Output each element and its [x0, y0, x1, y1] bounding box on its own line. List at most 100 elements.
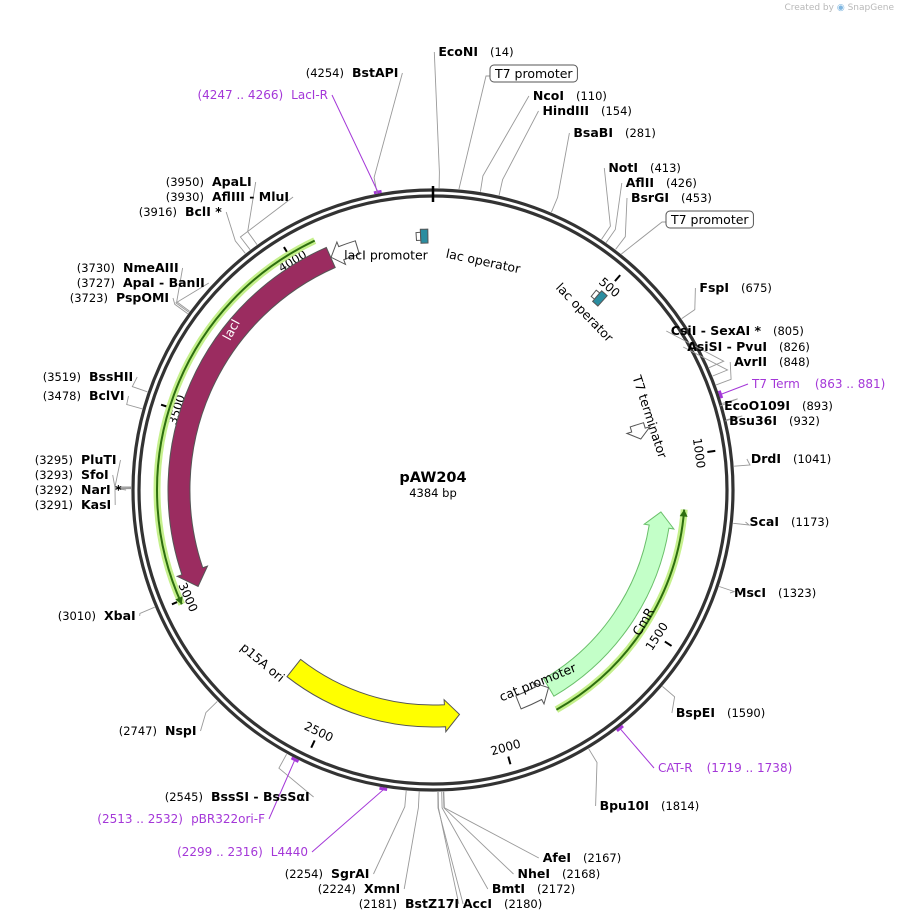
site-bsabi[interactable]: BsaBI(281) — [573, 125, 656, 140]
primer-range: (2513 .. 2532) — [97, 812, 183, 826]
site-position: (281) — [625, 126, 656, 140]
site-box — [665, 210, 754, 229]
site-hindiii[interactable]: HindIII(154) — [542, 103, 631, 118]
site-name: FspI — [699, 280, 729, 295]
site-bspei[interactable]: BspEI(1590) — [676, 705, 765, 720]
tick-mark — [614, 274, 621, 282]
site-bpu10i[interactable]: Bpu10I(1814) — [600, 798, 700, 813]
site-csii-sexai[interactable]: CsiI - SexAI *(805) — [671, 323, 804, 338]
site-position: (3950) — [166, 175, 204, 189]
site-position: (4254) — [306, 66, 344, 80]
feature-t7-terminator[interactable] — [625, 422, 652, 440]
feature-p15a-ori[interactable] — [286, 658, 461, 734]
site-pluti[interactable]: (3295)PluTI — [35, 452, 117, 467]
feature-label-t7-terminator: T7 terminator — [629, 373, 670, 461]
primer-pbr322ori-f[interactable]: pBR322ori-F(2513 .. 2532) — [97, 812, 265, 826]
site-apali[interactable]: (3950)ApaLI — [166, 174, 252, 189]
site-bsssi-bsss-i[interactable]: (2545)BssSI - BssSαI — [165, 789, 310, 804]
feature-cat-promoter[interactable] — [515, 681, 550, 710]
site-name: AflIII - MluI — [212, 189, 289, 204]
orf-indicators — [153, 237, 688, 713]
site-name: CsiI - SexAI * — [671, 323, 762, 338]
primer-l4440[interactable]: L4440(2299 .. 2316) — [177, 845, 308, 859]
site-noti[interactable]: NotI(413) — [608, 160, 681, 175]
site-name: EcoO109I — [724, 398, 790, 413]
site-apai-banii[interactable]: (3727)ApaI - BanII — [77, 275, 205, 290]
site-bsshii[interactable]: (3519)BssHII — [43, 369, 133, 384]
site-econi[interactable]: EcoNI(14) — [438, 44, 513, 59]
site-position: (154) — [601, 104, 632, 118]
site-avrii[interactable]: AvrII(848) — [734, 354, 810, 369]
site-name: NotI — [608, 160, 638, 175]
site-acci[interactable]: AccI(2180) — [463, 896, 542, 911]
site-scai[interactable]: ScaI(1173) — [750, 514, 830, 529]
feature-lac-operator[interactable] — [590, 289, 608, 307]
site-sfoi[interactable]: (3293)SfoI — [35, 467, 109, 482]
leader-line — [719, 398, 738, 407]
site-asisi-pvui[interactable]: AsiSI - PvuI(826) — [687, 339, 810, 354]
site-afei[interactable]: AfeI(2167) — [543, 850, 622, 865]
leader-line — [442, 791, 514, 875]
plasmid-name: pAW204 — [399, 470, 466, 486]
site-position: (932) — [789, 414, 820, 428]
site-kasi[interactable]: (3291)KasI — [35, 497, 111, 512]
orf-arrowhead — [175, 596, 183, 605]
site-bsu36i[interactable]: Bsu36I(932) — [729, 413, 820, 428]
leader-line — [373, 790, 407, 875]
site-nari[interactable]: (3292)NarI * — [35, 482, 122, 497]
site-bclvi[interactable]: (3478)BclVI — [43, 388, 125, 403]
site-leader-lines — [112, 51, 751, 905]
tick-mark — [664, 640, 673, 647]
site-labels: EcoNI(14)T7 promoterNcoI(110)HindIII(154… — [35, 44, 886, 911]
site-position: (675) — [741, 281, 772, 295]
primer-laci-r[interactable]: LacI-R(4247 .. 4266) — [197, 88, 328, 102]
tick-label: 2000 — [489, 737, 522, 759]
feature-cmr[interactable] — [543, 511, 676, 697]
site-sgrai[interactable]: (2254)SgrAI — [285, 866, 370, 881]
site-name: AflII — [626, 175, 654, 190]
feature-laci-promoter[interactable] — [330, 240, 361, 266]
site-name: ApaI - BanII — [123, 275, 205, 290]
site-xbai[interactable]: (3010)XbaI — [58, 608, 136, 623]
site-drdi[interactable]: DrdI(1041) — [751, 451, 831, 466]
site-nmeaiii[interactable]: (3730)NmeAIII — [77, 260, 179, 275]
site-position: (453) — [681, 191, 712, 205]
site-ecoo109i[interactable]: EcoO109I(893) — [724, 398, 833, 413]
site-position: (848) — [779, 355, 810, 369]
site-nhei[interactable]: NheI(2168) — [518, 866, 601, 881]
primer-t7-term[interactable]: T7 Term(863 .. 881) — [751, 377, 885, 391]
leader-line — [114, 487, 132, 491]
site-fspi[interactable]: FspI (675) — [699, 280, 772, 295]
site-position: (2224) — [318, 882, 356, 896]
site-ncoi[interactable]: NcoI(110) — [533, 88, 607, 103]
site-t7-promoter[interactable]: T7 promoter — [665, 210, 754, 229]
site-position: (3930) — [166, 190, 204, 204]
site-bcli[interactable]: (3916)BclI * — [139, 204, 222, 219]
site-name: SfoI — [81, 467, 109, 482]
primer-name: T7 Term — [751, 377, 800, 391]
site-bstz17i[interactable]: (2181)BstZ17I — [359, 896, 459, 911]
feature-lac-operator[interactable] — [415, 228, 429, 244]
site-bmti[interactable]: BmtI(2172) — [492, 881, 575, 896]
primer-cat-r[interactable]: CAT-R(1719 .. 1738) — [658, 761, 792, 775]
site-t7-promoter[interactable]: T7 promoter — [489, 64, 578, 83]
leader-line — [239, 196, 294, 250]
site-msci[interactable]: MscI(1323) — [734, 585, 816, 600]
feature-arrow — [286, 658, 461, 734]
primer-leader — [331, 94, 378, 192]
site-nspi[interactable]: (2747)NspI — [119, 723, 197, 738]
primer-range: (1719 .. 1738) — [707, 761, 793, 775]
feature-laci[interactable] — [167, 246, 336, 588]
site-position: (826) — [779, 340, 810, 354]
leader-line — [131, 376, 148, 393]
site-aflii[interactable]: AflII(426) — [626, 175, 697, 190]
site-name: NheI — [518, 866, 551, 881]
site-bstapi[interactable]: (4254)BstAPI — [306, 65, 399, 80]
site-bsrgi[interactable]: BsrGI(453) — [631, 190, 712, 205]
site-afliii-mlui[interactable]: (3930) AflIII - MluI — [166, 189, 289, 204]
site-position: (2254) — [285, 867, 323, 881]
site-xmni[interactable]: (2224)XmnI — [318, 881, 400, 896]
primer-mark-l4440 — [379, 786, 388, 791]
site-pspomi[interactable]: (3723)PspOMI — [70, 290, 169, 305]
feature-arrow — [543, 511, 676, 697]
